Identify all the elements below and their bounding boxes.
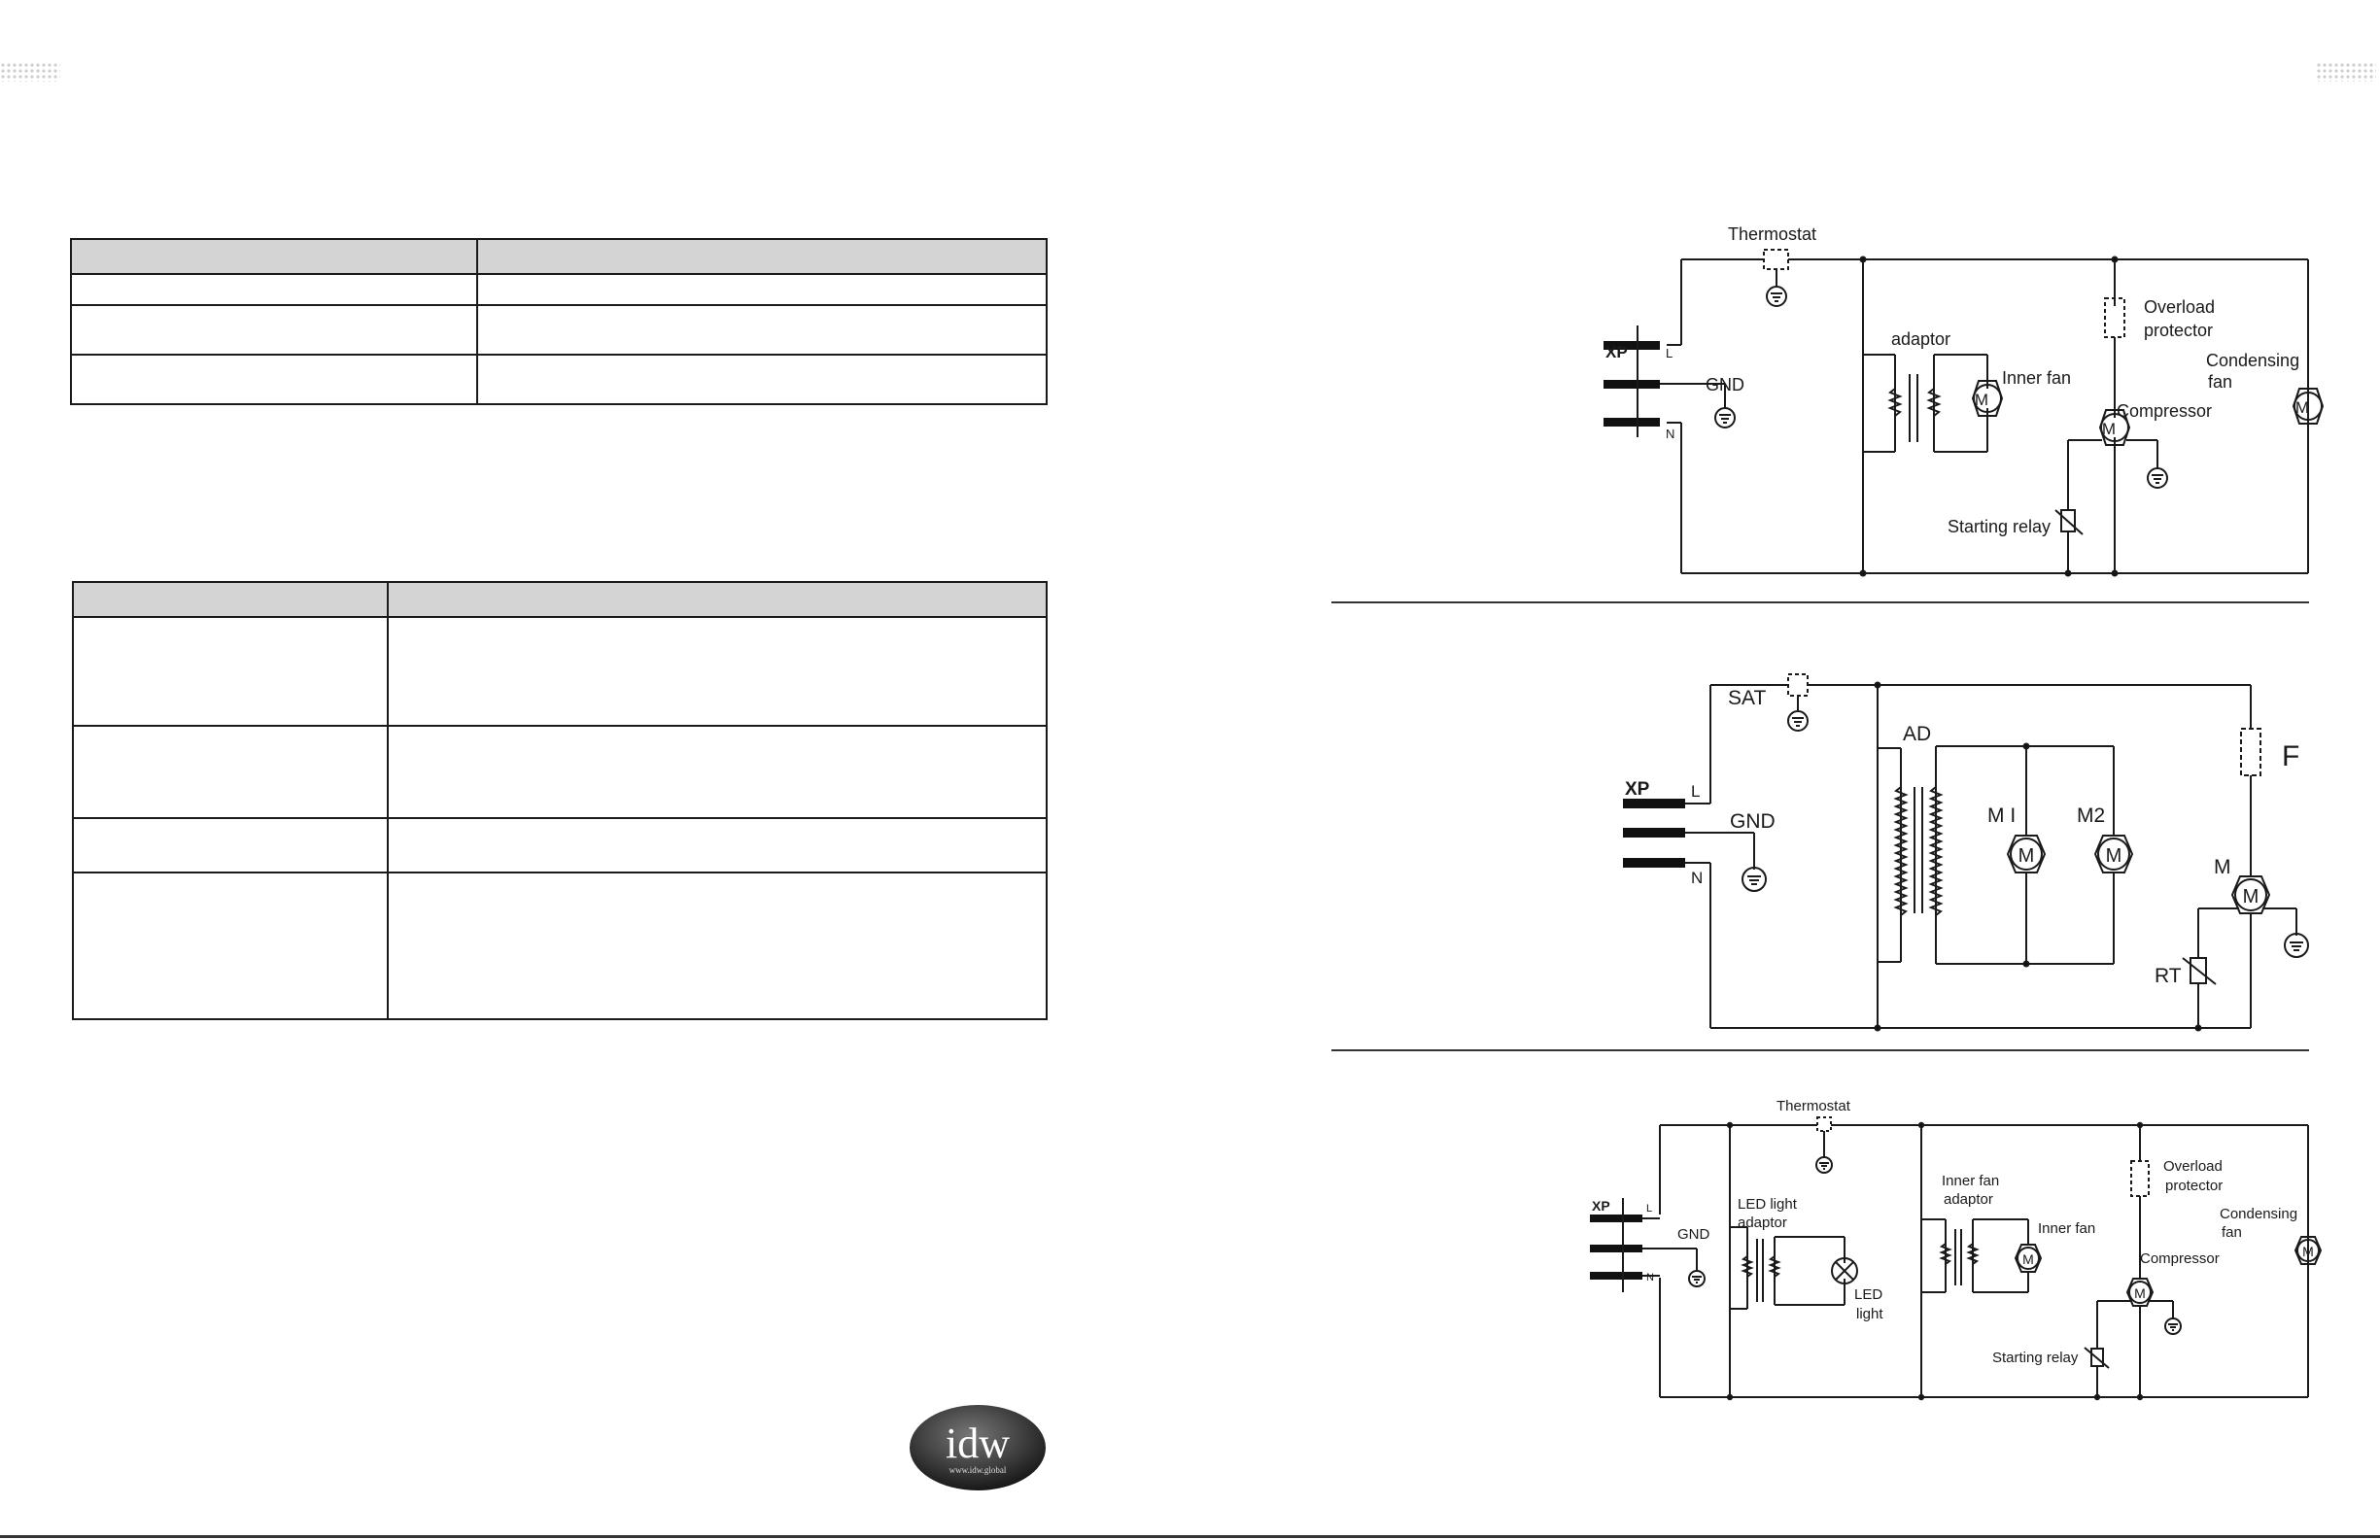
label-protector: protector [2144, 321, 2213, 340]
label-n: N [1691, 869, 1703, 887]
label-compressor: Compressor [2140, 1250, 2220, 1267]
table-cell [70, 273, 478, 306]
wiring-diagram-2: SAT XP L N GND AD M I M2 F M RT M M M [1623, 673, 2309, 1032]
label-xp: XP [1605, 343, 1628, 361]
table-row [70, 273, 1048, 306]
label-ad: AD [1903, 723, 1931, 745]
table-row [72, 725, 1048, 819]
table-header-row [72, 581, 1048, 618]
wiring-diagram-1: Thermostat XP L N GND adaptor Inner fan … [1604, 224, 2325, 577]
motor-label: M [2106, 845, 2122, 867]
table-row [72, 616, 1048, 727]
label-gnd: GND [1677, 1226, 1710, 1243]
logo-url: www.idw.global [949, 1465, 1007, 1475]
spec-table-2 [72, 581, 1048, 1020]
label-gnd: GND [1730, 810, 1776, 833]
label-condensing: Condensing [2220, 1206, 2297, 1222]
label-inner-fan-adaptor-2: adaptor [1944, 1191, 1993, 1208]
label-inner-fan: Inner fan [2002, 368, 2071, 388]
motor-label: M [2022, 1251, 2034, 1267]
wiring-diagram-3: Thermostat XP L N GND LED light adaptor … [1590, 1098, 2323, 1401]
motor-label: M [2134, 1285, 2146, 1301]
label-n: N [1646, 1272, 1654, 1283]
label-m2: M2 [2077, 804, 2105, 827]
label-n: N [1666, 427, 1674, 441]
label-thermostat: Thermostat [1728, 224, 1816, 244]
label-m: M [2214, 856, 2231, 878]
corner-dots-left [0, 62, 60, 82]
label-xp: XP [1592, 1198, 1610, 1214]
label-inner-fan: Inner fan [2038, 1220, 2095, 1237]
label-thermostat: Thermostat [1776, 1098, 1851, 1114]
label-starting-relay: Starting relay [1948, 517, 2051, 536]
table-row [70, 354, 1048, 405]
table-cell [72, 725, 389, 819]
motor-label: M [1975, 391, 1988, 409]
label-m1: M I [1987, 804, 2016, 827]
label-adaptor: adaptor [1891, 329, 1950, 349]
table-header-cell [72, 581, 389, 618]
table-cell [387, 616, 1048, 727]
corner-dots-right [2316, 62, 2376, 82]
idw-logo: idw www.idw.global [910, 1405, 1046, 1490]
table-row [72, 872, 1048, 1020]
label-l: L [1666, 346, 1673, 360]
table-cell [476, 273, 1048, 306]
table-row [70, 304, 1048, 356]
table-header-cell [387, 581, 1048, 618]
motor-label: M [2295, 398, 2309, 417]
divider-1 [1331, 601, 2309, 603]
table-cell [387, 817, 1048, 873]
table-cell [387, 725, 1048, 819]
label-xp: XP [1625, 779, 1650, 800]
table-cell [476, 354, 1048, 405]
label-condensing-fan: fan [2208, 372, 2232, 392]
label-f: F [2282, 740, 2299, 772]
label-condensing-fan: fan [2222, 1224, 2242, 1241]
table-header-row [70, 238, 1048, 275]
label-condensing: Condensing [2206, 351, 2299, 370]
motor-label: M [2102, 420, 2116, 438]
label-inner-fan-adaptor: Inner fan [1942, 1173, 1999, 1189]
table-header-cell [476, 238, 1048, 275]
label-sat: SAT [1728, 687, 1766, 709]
label-led-light: LED light [1738, 1196, 1798, 1213]
label-gnd: GND [1706, 375, 1744, 394]
label-protector: protector [2165, 1178, 2223, 1194]
label-led-light-2: light [1856, 1306, 1883, 1322]
logo-lettering: idw [946, 1420, 1010, 1467]
motor-label: M [2018, 845, 2035, 867]
label-l: L [1646, 1203, 1652, 1215]
table-row [72, 817, 1048, 873]
table-cell [70, 304, 478, 356]
label-l: L [1691, 782, 1700, 801]
label-led: LED [1854, 1286, 1882, 1303]
table-cell [72, 817, 389, 873]
table-header-cell [70, 238, 478, 275]
table-cell [70, 354, 478, 405]
label-starting-relay: Starting relay [1992, 1350, 2079, 1366]
label-overload: Overload [2163, 1158, 2223, 1175]
motor-label: M [2243, 886, 2259, 907]
motor-label: M [2302, 1244, 2314, 1259]
label-compressor: Compressor [2117, 401, 2212, 421]
table-cell [476, 304, 1048, 356]
label-overload: Overload [2144, 297, 2215, 317]
table-cell [387, 872, 1048, 1020]
table-cell [72, 616, 389, 727]
table-cell [72, 872, 389, 1020]
divider-2 [1331, 1049, 2309, 1051]
label-rt: RT [2155, 965, 2182, 987]
label-led-adaptor: adaptor [1738, 1215, 1787, 1231]
bottom-rule [0, 1535, 2380, 1538]
spec-table-1 [70, 238, 1048, 405]
